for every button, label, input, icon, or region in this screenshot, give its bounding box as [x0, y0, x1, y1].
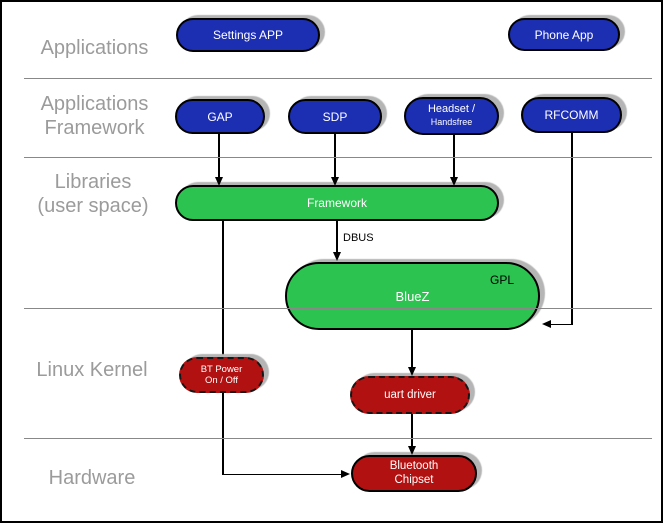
divider-kernel-hardware: [24, 438, 652, 439]
edge-framework-to-chipset-horizontal: [222, 473, 342, 475]
arrowhead-headset-framework: [449, 177, 458, 186]
layer-label-line: Libraries: [54, 171, 132, 193]
edge-rfcomm-to-bluez-vertical: [571, 133, 573, 325]
edge-rfcomm-to-bluez-horizontal: [551, 323, 573, 325]
node-bluez: BlueZ GPL: [285, 262, 540, 330]
node-label: Chipset: [394, 473, 434, 486]
layer-label-linux-kernel: Linux Kernel: [36, 359, 148, 381]
edge-bluez-to-uart: [411, 329, 413, 368]
node-label: Framework: [306, 196, 367, 210]
edge-uart-to-chipset: [411, 414, 413, 447]
node-uart-driver: uart driver: [350, 376, 470, 414]
node-settings-app: Settings APP: [176, 18, 320, 52]
node-label: On / Off: [204, 375, 239, 386]
arrowhead-uart-chipset: [407, 446, 416, 455]
arrowhead-bluez-uart: [407, 367, 416, 376]
node-sdp: SDP: [288, 99, 382, 134]
node-framework: Framework: [175, 185, 499, 221]
node-label: Headset /: [427, 103, 476, 115]
arrowhead-rfcomm-bluez: [542, 319, 551, 328]
layer-label-line: (user space): [37, 195, 149, 217]
node-gap: GAP: [175, 99, 265, 134]
edge-sdp-to-framework: [334, 134, 336, 178]
node-label: BT Power: [200, 363, 243, 375]
node-label: uart driver: [384, 389, 436, 401]
arrowhead-sdp-framework: [330, 177, 339, 186]
layer-label-applications: Applications: [40, 37, 149, 59]
gpl-annotation: GPL: [489, 273, 514, 287]
node-label: Settings APP: [212, 28, 284, 42]
node-label: RFCOMM: [544, 108, 599, 122]
dbus-edge-label: DBUS: [343, 232, 374, 244]
node-label: SDP: [322, 109, 348, 124]
divider-applications-framework: [24, 78, 652, 79]
edge-headset-to-framework: [453, 135, 455, 178]
layer-label-libraries: Libraries(user space): [12, 170, 174, 218]
node-headset-handsfree: Headset / Handsfree: [404, 97, 499, 135]
edge-framework-to-bluez-dbus: [336, 221, 338, 253]
layer-label-hardware: Hardware: [48, 467, 136, 489]
node-label: BlueZ: [395, 288, 430, 304]
node-label: Bluetooth: [389, 460, 439, 472]
node-label: GAP: [207, 109, 233, 124]
node-label: Phone App: [534, 27, 594, 42]
layer-label-line: Framework: [44, 117, 145, 139]
node-rfcomm: RFCOMM: [521, 97, 622, 133]
node-label: Handsfree: [430, 117, 473, 127]
arrowhead-power-chipset: [341, 469, 350, 478]
layer-label-line: Applications: [40, 93, 149, 115]
node-phone-app: Phone App: [508, 18, 620, 51]
edge-framework-to-chipset-vertical: [222, 221, 224, 475]
divider-framework-libraries: [24, 157, 652, 158]
arrowhead-gap-framework: [214, 177, 223, 186]
arrowhead-dbus-bluez: [332, 252, 341, 261]
divider-libraries-kernel: [24, 308, 652, 309]
edge-gap-to-framework: [218, 134, 220, 178]
